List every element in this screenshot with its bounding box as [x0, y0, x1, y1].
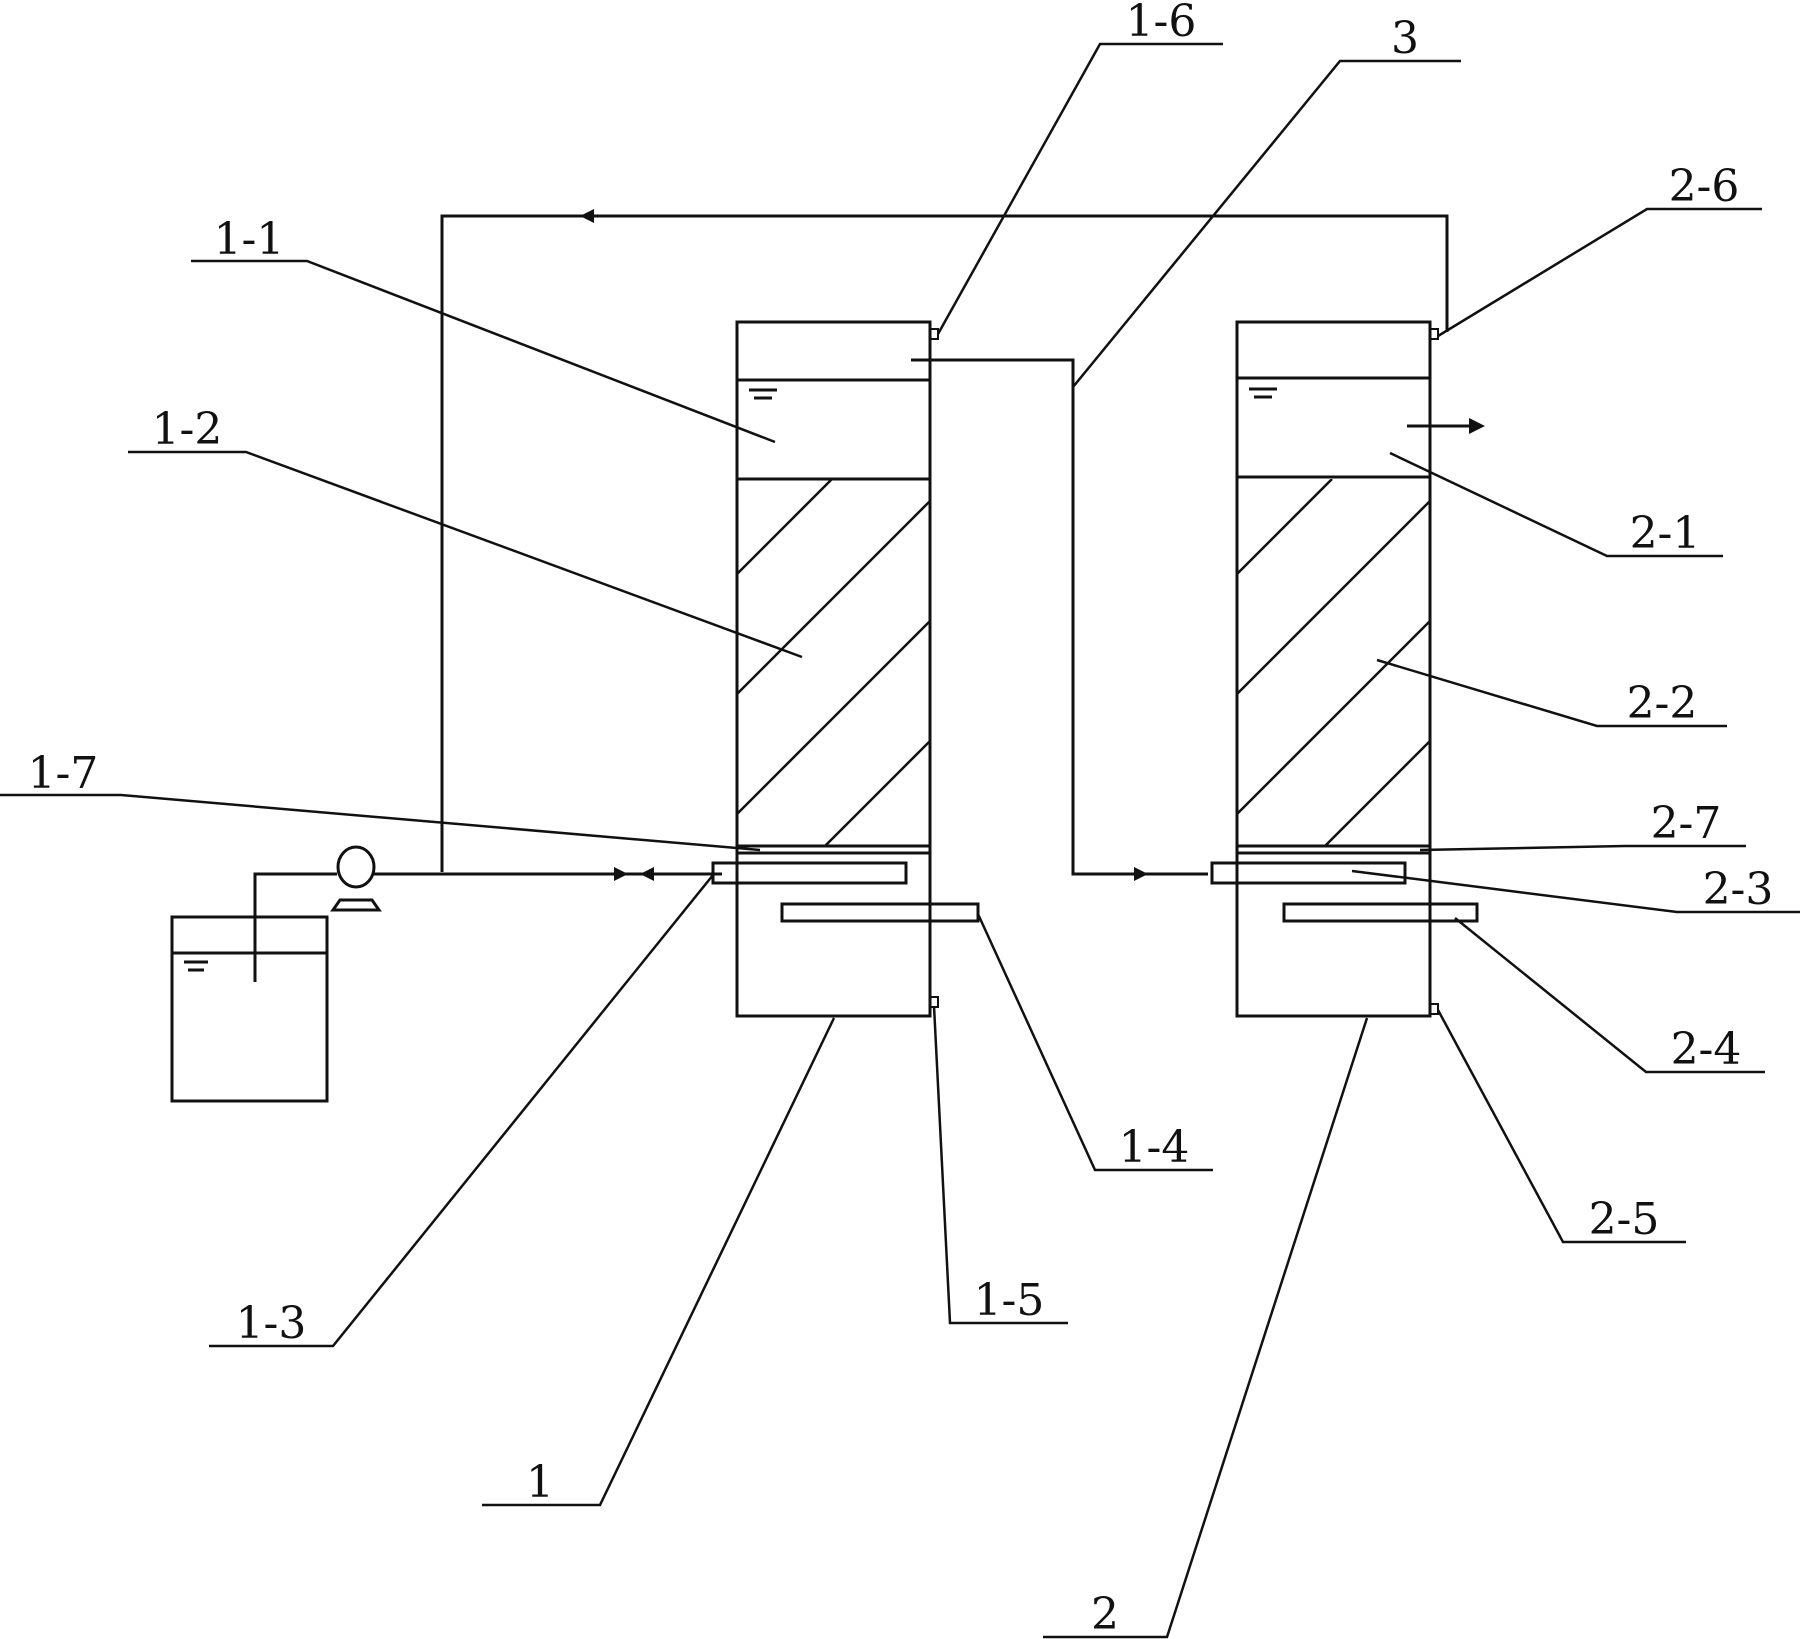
packing-bed-1 — [737, 479, 930, 846]
pump-icon — [336, 845, 376, 889]
outlet-arrow-right — [1469, 418, 1485, 434]
label-1: 1 — [526, 1457, 554, 1508]
label-1-3: 1-3 — [236, 1298, 307, 1349]
feed-arrow-left — [640, 867, 654, 881]
flow-arrow-left — [580, 209, 594, 223]
transfer-pipe-3 — [911, 358, 1208, 881]
plate-1-4 — [780, 902, 980, 923]
leader-lines — [0, 42, 1800, 1639]
label-1-7: 1-7 — [28, 748, 99, 799]
port-2-5 — [1429, 1003, 1439, 1015]
label-1-5: 1-5 — [974, 1275, 1045, 1326]
feed-tank — [170, 872, 337, 1103]
reactor-2 — [1210, 320, 1485, 1018]
label-1-6: 1-6 — [1126, 0, 1197, 47]
label-2-4: 2-4 — [1671, 1024, 1742, 1075]
suction-pipe — [253, 872, 337, 982]
outlet-pipe — [1407, 418, 1485, 434]
label-2-5: 2-5 — [1589, 1194, 1660, 1245]
feed-pipe — [374, 867, 722, 881]
packing-bed-2 — [1237, 479, 1430, 846]
label-1-4: 1-4 — [1119, 1122, 1190, 1173]
label-1-1: 1-1 — [214, 214, 285, 265]
pump — [330, 845, 382, 912]
recirculation-pipe — [440, 209, 1449, 872]
plate-2-4 — [1282, 902, 1479, 923]
label-2-2: 2-2 — [1627, 678, 1698, 729]
feed-arrow-right — [614, 867, 628, 881]
labels: 1-6 3 1-1 1-2 1-7 1-3 1 1-4 1-5 2-6 2-1 … — [28, 0, 1774, 1639]
label-2: 2 — [1091, 1589, 1119, 1639]
label-2-6: 2-6 — [1669, 161, 1740, 212]
distributor-2-3 — [1210, 861, 1407, 885]
label-2-7: 2-7 — [1651, 798, 1722, 849]
distributor-1-3 — [711, 861, 908, 885]
label-3: 3 — [1391, 13, 1419, 64]
label-2-1: 2-1 — [1630, 508, 1701, 559]
flow-arrow-right — [1134, 867, 1148, 881]
port-2-6 — [1429, 328, 1439, 340]
label-1-2: 1-2 — [152, 404, 223, 455]
label-2-3: 2-3 — [1703, 864, 1774, 915]
reactor-1 — [711, 320, 980, 1018]
